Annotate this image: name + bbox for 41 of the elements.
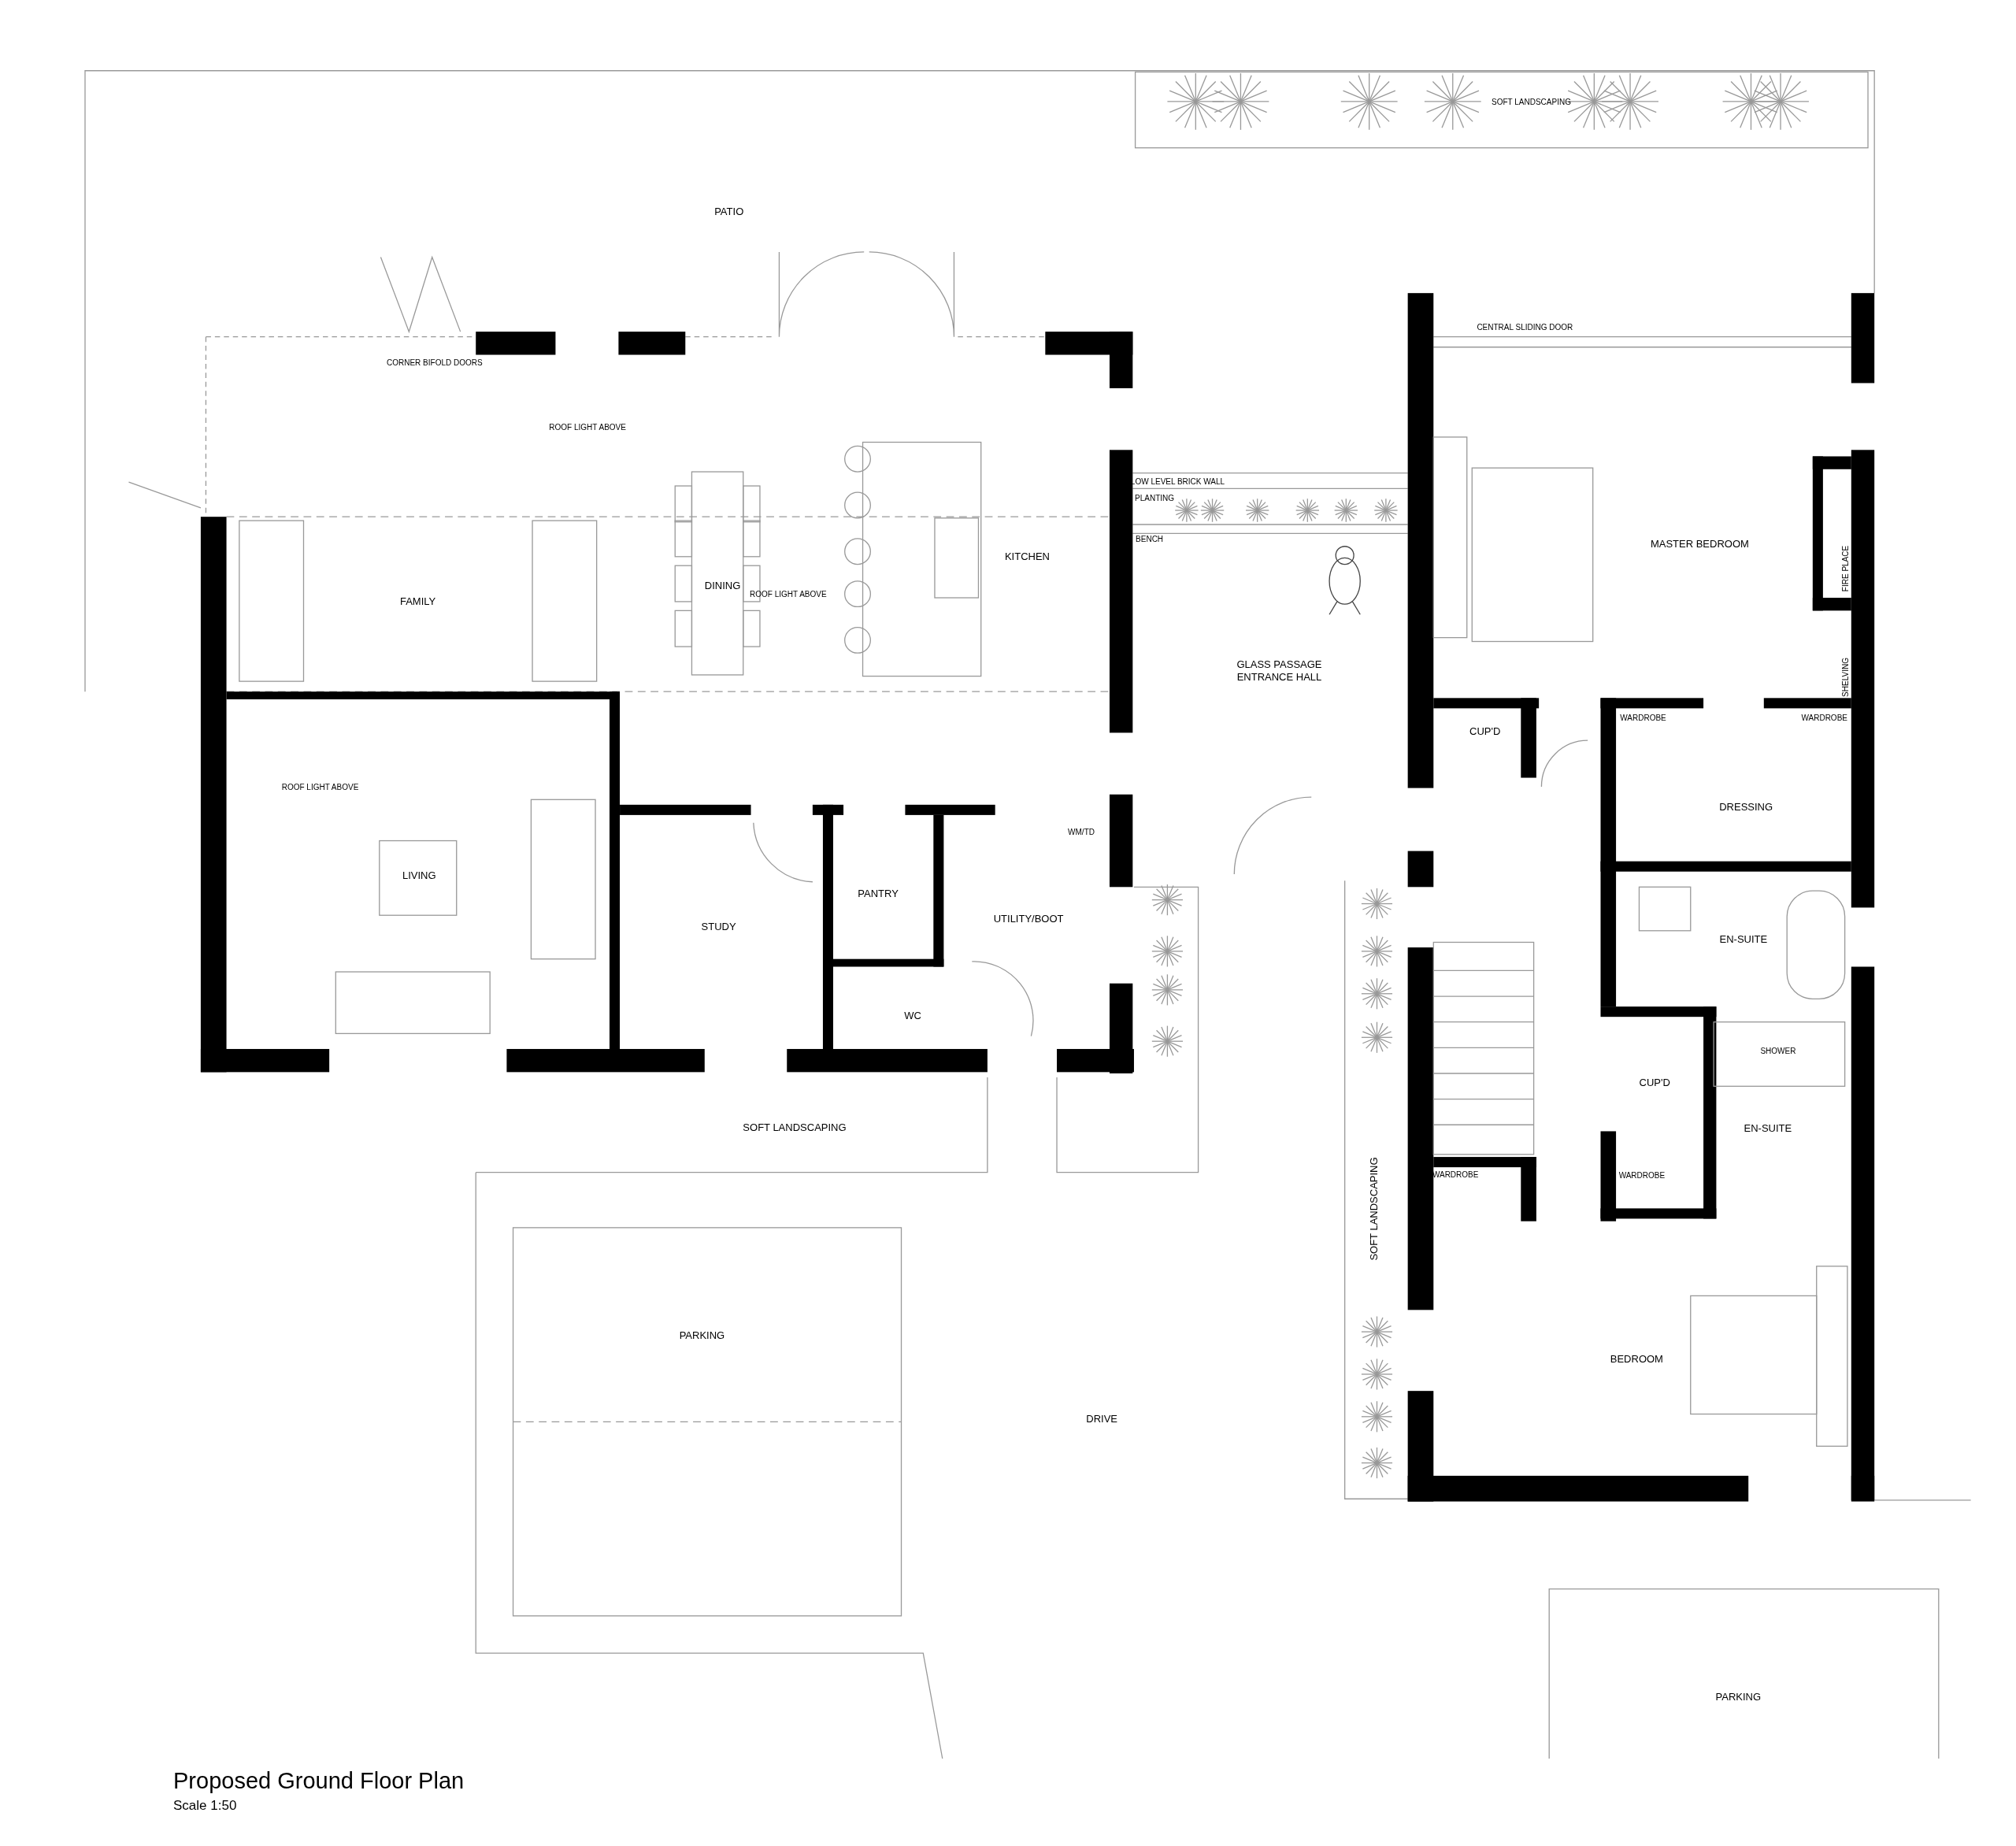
annotation-label: BENCH (1136, 533, 1164, 545)
annotation-label: WARDROBE (1620, 712, 1666, 724)
annotation-label: FIRE PLACE (1840, 545, 1851, 591)
room-label: DINING (704, 579, 741, 594)
annotation-label: CENTRAL SLIDING DOOR (1477, 321, 1573, 333)
room-label: DRESSING (1719, 800, 1773, 815)
annotation-label: LOW LEVEL BRICK WALL (1130, 476, 1225, 487)
area-label: PARKING (679, 1329, 725, 1344)
annotation-label: CORNER BIFOLD DOORS (387, 357, 483, 369)
room-label: CUP'D (1639, 1075, 1670, 1090)
area-label: SOFT LANDSCAPING (1367, 1157, 1381, 1261)
area-label: SOFT LANDSCAPING (1492, 96, 1571, 108)
room-label: CUP'D (1469, 725, 1501, 740)
room-label: LIVING (402, 869, 436, 884)
room-label: EN-SUITE (1744, 1121, 1792, 1136)
room-label: EN-SUITE (1719, 932, 1768, 947)
annotation-label: ROOF LIGHT ABOVE (750, 588, 827, 600)
area-label: PARKING (1715, 1690, 1762, 1705)
annotation-label: WM/TD (1068, 826, 1095, 838)
drawing-title: Proposed Ground Floor Plan (173, 1767, 465, 1795)
area-label: PATIO (714, 205, 744, 220)
room-label: STUDY (701, 920, 736, 935)
area-label: DRIVE (1086, 1412, 1118, 1427)
area-label: SOFT LANDSCAPING (743, 1121, 847, 1136)
annotation-label: ROOF LIGHT ABOVE (549, 421, 626, 433)
room-label: UTILITY/BOOT (993, 912, 1064, 927)
annotation-label: WARDROBE (1618, 1170, 1666, 1181)
room-label: PANTRY (858, 886, 899, 901)
annotation-label: ROOF LIGHT ABOVE (281, 781, 359, 793)
annotation-label: SHOWER (1760, 1045, 1796, 1057)
room-label: WC (904, 1009, 921, 1024)
room-label: BEDROOM (1610, 1351, 1663, 1366)
room-label: GLASS PASSAGE ENTRANCE HALL (1236, 658, 1323, 684)
annotation-label: WARDROBE (1801, 712, 1847, 724)
room-label: MASTER BEDROOM (1650, 536, 1749, 551)
room-label: KITCHEN (1004, 550, 1050, 565)
annotation-label: WARDROBE (1432, 1169, 1479, 1181)
annotation-label: PLANTING (1135, 492, 1175, 504)
scale-note: Scale 1:50 (173, 1797, 237, 1814)
room-label: FAMILY (399, 595, 436, 610)
annotation-label: SHELVING (1840, 658, 1851, 698)
